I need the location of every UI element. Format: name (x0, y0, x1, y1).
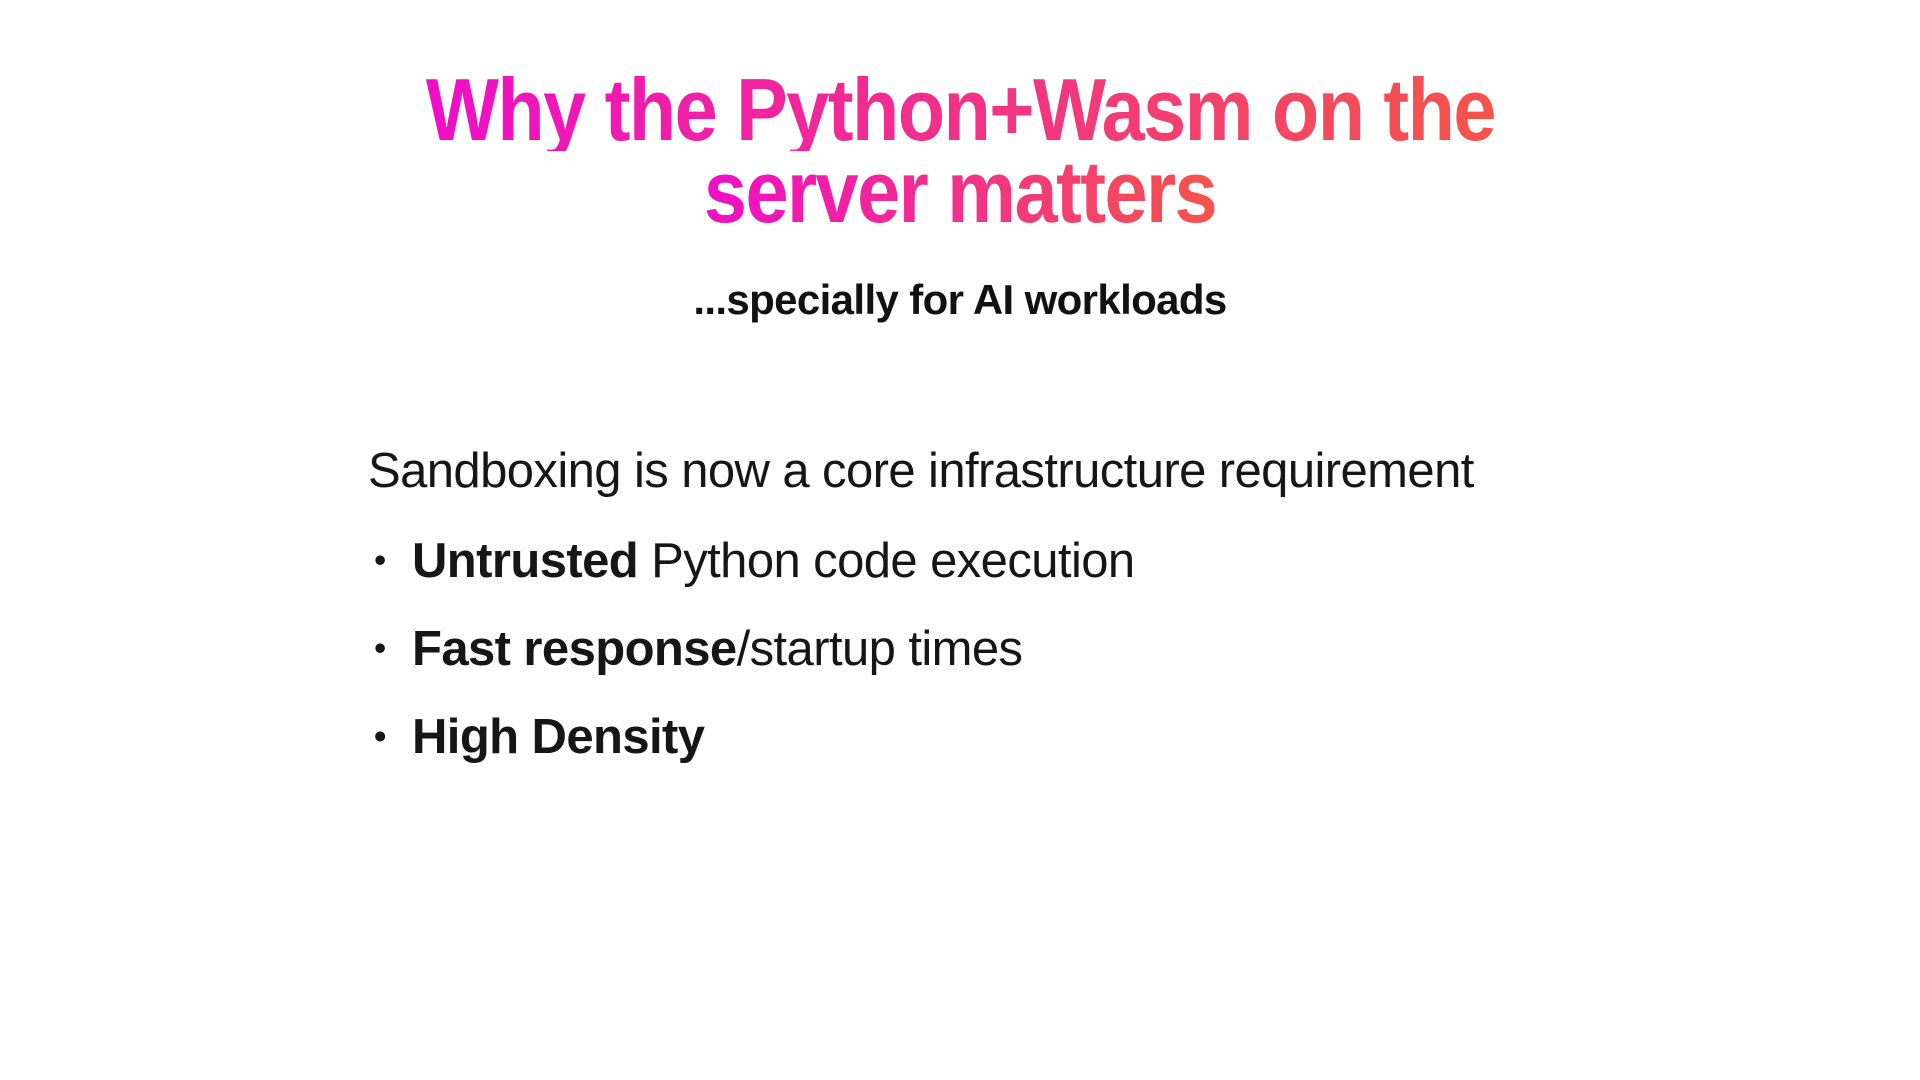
bullet-item: • Fast response/startup times (368, 621, 1800, 677)
bullet-bold-text: High Density (412, 710, 705, 765)
slide-body: Sandboxing is now a core infrastructure … (368, 442, 1800, 766)
slide-title: Why the Python+Wasm on the server matter… (0, 60, 1920, 241)
bullet-dot-icon: • (374, 717, 386, 757)
lead-text: Sandboxing is now a core infrastructure … (368, 444, 1474, 498)
bullet-bold-text: Untrusted (412, 533, 639, 588)
bullet-rest-text: /startup times (736, 622, 1023, 677)
slide-subtitle: ...specially for AI workloads (693, 276, 1227, 323)
bullet-dot-icon: • (374, 540, 386, 580)
title-line-1: Why the Python+Wasm on the (425, 60, 1496, 159)
bullet-rest-text: Python code execution (638, 533, 1135, 588)
bullet-item: • Untrusted Python code execution (368, 533, 1800, 589)
title-line-2: server matters (703, 141, 1218, 241)
bullet-item: • High Density (368, 709, 1800, 765)
bullet-bold-text: Fast response (412, 622, 737, 677)
bullet-dot-icon: • (374, 629, 386, 669)
bullet-list: • Untrusted Python code execution • Fast r… (368, 533, 1800, 766)
